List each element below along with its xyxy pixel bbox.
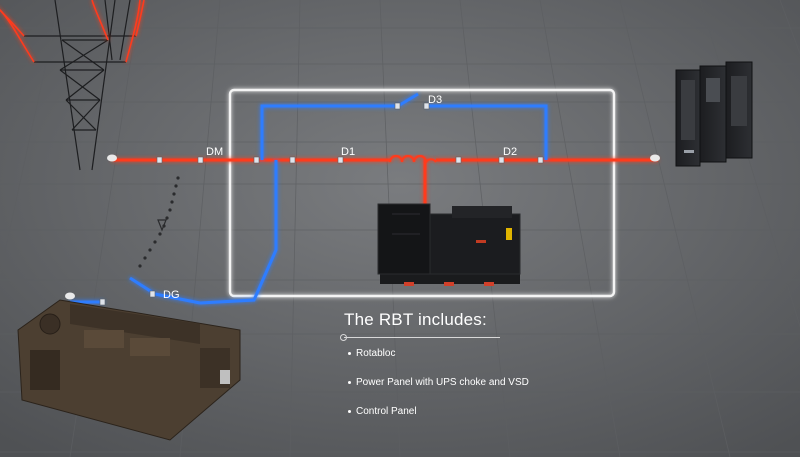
label-dg: DG	[163, 289, 180, 301]
caption-item-rotabloc: Rotabloc	[348, 348, 564, 359]
rbt-caption: The RBT includes: Rotabloc Power Panel w…	[340, 310, 564, 435]
rotabloc-unit-icon	[377, 203, 521, 286]
power-line-cables	[0, 0, 145, 63]
breaker-nodes	[99, 102, 544, 306]
generator-line	[70, 160, 278, 305]
caption-divider	[340, 334, 500, 341]
diesel-generator-icon	[17, 299, 241, 441]
caption-title: The RBT includes:	[344, 310, 487, 329]
choke-coil-icon	[388, 154, 437, 166]
caption-item-control-panel: Control Panel	[348, 406, 564, 417]
label-d3: D3	[428, 94, 442, 106]
caption-list: Rotabloc Power Panel with UPS choke and …	[348, 348, 564, 417]
caption-item-power-panel: Power Panel with UPS choke and VSD	[348, 377, 564, 388]
rbt-boundary	[228, 88, 616, 298]
label-d1: D1	[341, 146, 355, 158]
bypass-line	[260, 92, 548, 160]
server-rack-icon	[675, 61, 753, 167]
transmission-tower-icon	[24, 0, 136, 171]
label-dm: DM	[206, 146, 223, 158]
label-d2: D2	[503, 146, 517, 158]
source-sockets	[65, 154, 660, 300]
dashed-control-cable	[138, 176, 180, 268]
